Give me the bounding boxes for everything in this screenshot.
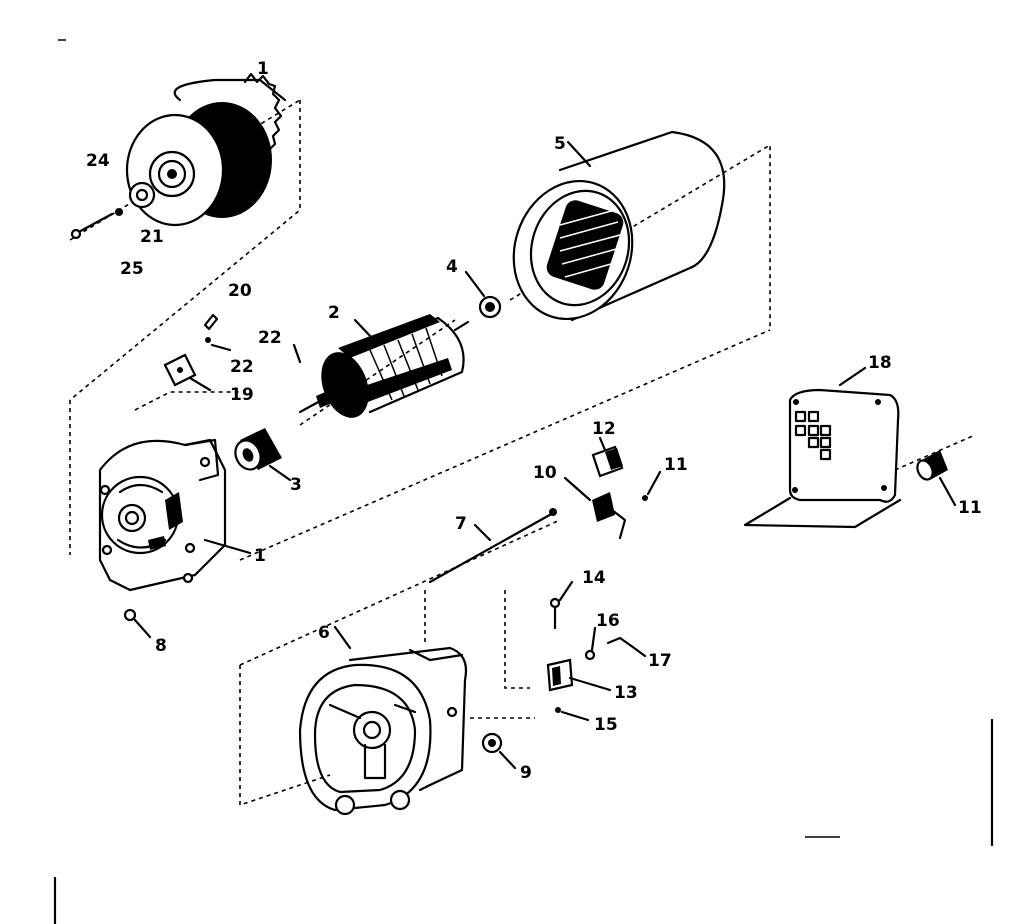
callout-22b: 22 — [258, 328, 282, 348]
callout-7: 7 — [455, 514, 467, 534]
part-11-screw-a — [642, 470, 662, 501]
callout-8: 8 — [155, 636, 167, 656]
part-6-gear-housing — [298, 625, 468, 816]
part-15-screw — [555, 707, 590, 722]
part-14-screw — [549, 580, 574, 630]
callout-4: 4 — [446, 257, 458, 277]
callout-17: 17 — [648, 651, 672, 671]
callout-labels: 1 24 21 25 5 4 2 20 22 22 19 3 1 8 6 7 9… — [86, 59, 982, 783]
callout-14: 14 — [582, 568, 606, 588]
part-10-terminal — [563, 476, 627, 540]
callout-20: 20 — [228, 281, 252, 301]
part-23-rotor-assembly — [70, 72, 287, 240]
part-13-block — [546, 658, 612, 692]
part-1-end-bell — [98, 438, 252, 592]
part-17-clip — [606, 636, 647, 658]
part-22-screw — [292, 343, 302, 364]
part-4-bearing — [464, 270, 502, 319]
callout-9: 9 — [520, 763, 532, 783]
part-8-screw — [123, 608, 152, 639]
part-16-screw — [584, 626, 597, 661]
callout-2: 2 — [328, 303, 340, 323]
callout-10: 10 — [533, 463, 557, 483]
part-9-nut — [481, 732, 517, 770]
scan-marks — [53, 39, 994, 924]
callout-13: 13 — [614, 683, 638, 703]
part-7-rod — [428, 508, 557, 584]
callout-23: 1 — [257, 59, 269, 79]
callout-5: 5 — [554, 134, 566, 154]
part-12-switch — [591, 436, 624, 478]
callout-6: 6 — [318, 623, 330, 643]
part-5-stator-shell — [512, 130, 726, 322]
callout-1: 1 — [254, 546, 266, 566]
callout-18: 18 — [868, 353, 892, 373]
callout-11b: 11 — [958, 498, 982, 518]
callout-12: 12 — [592, 419, 616, 439]
callout-19: 19 — [230, 385, 254, 405]
callout-21b: 22 — [230, 357, 254, 377]
part-19-brush-holder — [163, 313, 232, 392]
callout-16: 16 — [596, 611, 620, 631]
callout-3: 3 — [290, 475, 302, 495]
explosion-guide-lines — [69, 99, 976, 807]
part-3-bushing — [234, 428, 292, 482]
callout-24: 24 — [86, 151, 110, 171]
callout-11a: 11 — [664, 455, 688, 475]
callout-15: 15 — [594, 715, 618, 735]
callout-25: 25 — [120, 259, 144, 279]
part-18-control-board — [743, 366, 902, 529]
callout-21a: 21 — [140, 227, 164, 247]
part-11-knob — [916, 450, 957, 507]
part-2-armature — [298, 314, 470, 418]
